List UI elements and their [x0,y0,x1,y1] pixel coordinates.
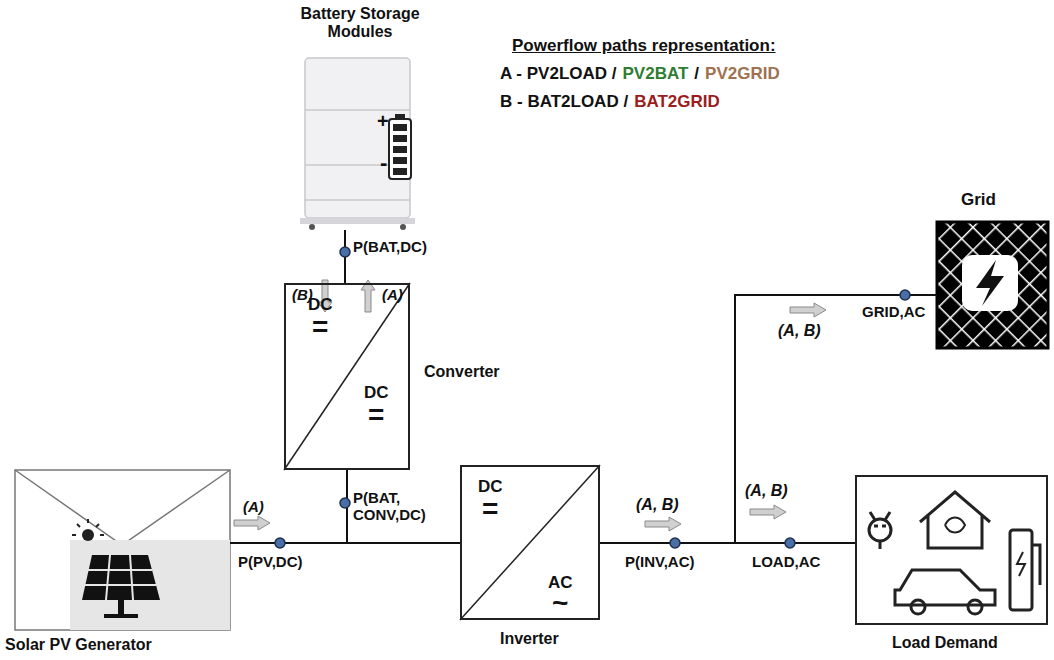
node-text: Converter [424,363,500,381]
power-line [600,295,937,543]
grid-symbol [937,222,1048,348]
battery-storage: Battery Storage Modules [300,55,420,230]
node-text: Inverter [500,630,559,648]
text-label: P(INV,AC) [625,553,694,570]
text-label: PV2GRID [705,64,780,84]
text-label: LOAD,AC [752,553,820,570]
node-text: ~ [552,587,568,619]
text-label: PV2BAT [623,64,689,84]
solar-pv-generator: Solar PV Generator [15,470,230,630]
power-line [230,542,460,544]
converter-box: DC=DC=Converter [284,283,410,470]
text-label: - [380,150,387,175]
node-text: = [368,399,384,431]
flow-arrow [645,517,681,531]
text-label: A - PV2LOAD / [500,64,617,84]
load-demand-box: Load Demand [855,475,1048,625]
text-label: Powerflow paths representation: [512,36,776,56]
battery-cell [393,168,407,175]
flow-arrow [750,505,786,519]
text-label: / [694,64,699,84]
text-label: B - BAT2LOAD / [500,92,628,112]
load-icons [869,492,1040,614]
text-label: P(BAT, CONV,DC) [353,489,443,524]
flow-arrows [234,280,826,531]
text-label: (A) [382,286,403,303]
node-text: = [312,311,328,343]
node-text: Battery Storage Modules [285,5,435,42]
power-line [347,470,460,543]
grid-box: Grid [937,222,1048,348]
text-label: (A, B) [636,496,679,514]
pv-generator [15,470,230,630]
battery-cell [393,146,407,153]
battery-cell [393,157,407,164]
battery-cell [393,135,407,142]
text-label: + [377,110,389,133]
text-label: P(PV,DC) [238,553,302,570]
node-text: Solar PV Generator [5,636,152,654]
converter-diagonal [284,283,410,470]
text-label: BAT2GRID [634,92,720,112]
inverter-box: DC=AC~Inverter [460,465,600,620]
text-label: (A, B) [745,482,788,500]
text-label: P(BAT,DC) [353,238,427,255]
battery-cell [393,124,407,131]
inverter-diagonal [460,465,600,620]
text-label: (B) [292,286,313,303]
text-label: (A) [243,498,264,515]
text-label: GRID,AC [862,303,925,320]
node-text: = [482,493,498,525]
flow-arrow [790,303,826,317]
node-text: Load Demand [892,634,998,652]
node-text: Grid [961,190,996,210]
text-label: (A, B) [778,322,821,340]
battery-cabinet [300,58,415,230]
flow-arrow [234,516,270,530]
